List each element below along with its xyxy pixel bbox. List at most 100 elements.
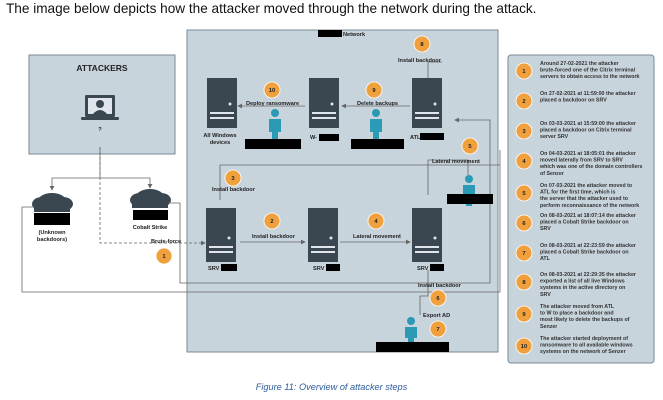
step-text-line: perform reconnaissance of the network [540, 203, 639, 209]
cloud-unknown-line2: backdoors) [37, 237, 67, 243]
svg-text:3: 3 [231, 176, 235, 182]
step-text-line: exported a list of all live Windows [540, 279, 625, 285]
server-icon [412, 208, 442, 262]
step-number: 7 [522, 251, 525, 257]
step-text-line: On 27-02-2021 at 11:59:00 the attacker [540, 91, 636, 97]
edge-label-install-backdoor-bottom: Install backdoor [418, 283, 462, 289]
step-text-line: The attacker moved from ATL [540, 304, 615, 310]
step-text-line: SRV [540, 292, 551, 298]
server-label-srv-mid: SRV [313, 266, 325, 272]
attackers-box [28, 54, 176, 155]
step-badge: 7 [429, 320, 447, 338]
edge-label-brute-force: Brute-force [151, 239, 181, 245]
server-icon [308, 208, 338, 262]
step-badge [515, 273, 533, 291]
server-label-w: W- [310, 135, 317, 141]
step-text-line: the server that the attacker used to [540, 196, 629, 202]
redaction [245, 139, 301, 149]
step-badge: 10 [263, 81, 281, 99]
step-text-line: On 03-03-2021 at 15:59:00 the attacker [540, 121, 636, 127]
server-icon [309, 78, 339, 128]
redaction [420, 133, 444, 140]
step-text-line: placed a backdoor on SRV [540, 98, 607, 104]
edge-label-export-ad: Export AD [423, 313, 450, 319]
cloud-icon [130, 189, 171, 208]
step-text-line: of Senzer [540, 171, 564, 177]
server-label-srv-right: SRV [417, 266, 429, 272]
step-badge [515, 244, 533, 262]
step-text-line: placed a Cobalt Strike backdoor on [540, 250, 629, 256]
svg-text:4: 4 [374, 219, 378, 225]
step-badge [515, 337, 533, 355]
step-text-line: Around 27-02-2021 the attacker [540, 61, 619, 67]
step-text-line: to W to place a backdoor and [540, 311, 614, 317]
svg-text:2: 2 [270, 219, 273, 225]
svg-text:6: 6 [436, 296, 440, 302]
connection-lines [21, 61, 501, 315]
svg-text:8: 8 [420, 42, 424, 48]
step-text-line: most likely to delete the backups of [540, 317, 630, 323]
edge-label-lateral-movement-right: Lateral movement [432, 159, 480, 165]
step-badge [515, 62, 533, 80]
redaction [133, 210, 168, 220]
step-number: 6 [522, 221, 526, 227]
step-number: 5 [522, 191, 526, 197]
step-number: 8 [522, 280, 526, 286]
step-text-line: systems on the network of Senzer [540, 349, 626, 355]
step-text-line: On 04-03-2021 at 18:05:01 the attacker [540, 151, 636, 157]
step-text-line: ransomware to all available windows [540, 343, 633, 349]
step-text-line: moved laterally from SRV to SRV [540, 158, 623, 164]
attackers-title: ATTACKERS [76, 63, 127, 73]
step-text-line: On 08-03-2021 at 22:23:59 the attacker [540, 243, 636, 249]
step-item: 6 On 08-03-2021 at 18:07:14 the attackerp… [515, 213, 636, 232]
step-text-line: SRV [540, 226, 551, 232]
server-icon [412, 78, 442, 128]
server-label-all-windows-2: devices [210, 140, 231, 146]
step-badge: 4 [367, 212, 385, 230]
step-badge: 1 [155, 247, 173, 265]
step-text-line: servers to obtain access to the network [540, 74, 640, 80]
step-text-line: ATL [540, 256, 551, 262]
server-label-srv-left: SRV [208, 266, 220, 272]
redaction [447, 194, 493, 204]
step-text-line: which was one of the domain controllers [539, 164, 642, 170]
step-number: 3 [522, 129, 526, 135]
svg-text:7: 7 [436, 327, 439, 333]
server-icon [207, 78, 237, 128]
step-number: 10 [521, 344, 527, 350]
redaction [376, 342, 449, 352]
step-number: 9 [522, 312, 526, 318]
step-number: 1 [522, 69, 526, 75]
server-icon [206, 208, 236, 262]
redaction [351, 139, 404, 149]
cloud-icon [32, 193, 73, 212]
redaction [221, 264, 237, 271]
server-label-atl: ATL [410, 135, 421, 141]
svg-text:10: 10 [269, 88, 275, 94]
edge-label-install-backdoor-top: Install backdoor [398, 58, 442, 64]
step-text-line: On 08-03-2021 at 18:07:14 the attacker [540, 213, 636, 219]
step-text-line: systems in the active directory on [540, 285, 625, 291]
step-badge [515, 305, 533, 323]
redaction [34, 213, 70, 225]
step-text-line: On 07-03-2021 the attacker moved to [540, 183, 633, 189]
step-badge [515, 92, 533, 110]
edge-label-install-backdoor-mid: Install backdoor [252, 234, 296, 240]
cloud-cobalt-label: Cobalt Strike [133, 225, 168, 231]
edge-label-lateral-movement-mid: Lateral movement [353, 234, 401, 240]
figure-caption: Figure 11: Overview of attacker steps [255, 382, 408, 392]
step-item: 4On 04-03-2021 at 18:05:01 the attackerm… [515, 151, 642, 177]
step-badge: 5 [461, 137, 479, 155]
diagram-badges: 1 2 3 4 5 6 7 8 9 10 [155, 35, 479, 338]
step-text-line: placed a Cobalt Strike backdoor on [540, 220, 629, 226]
step-text-line: placed a backdoor on Citrix terminal [540, 128, 632, 134]
cloud-unknown-line1: (Unknown [38, 230, 66, 236]
network-label: Network [343, 32, 366, 38]
step-text-line: ATL for the first time, which is [540, 190, 615, 196]
step-badge [515, 152, 533, 170]
edge-label-install-backdoor-left: Install backdoor [212, 187, 256, 193]
step-item: 8On 08-03-2021 at 22:29:35 the attackere… [515, 272, 636, 298]
